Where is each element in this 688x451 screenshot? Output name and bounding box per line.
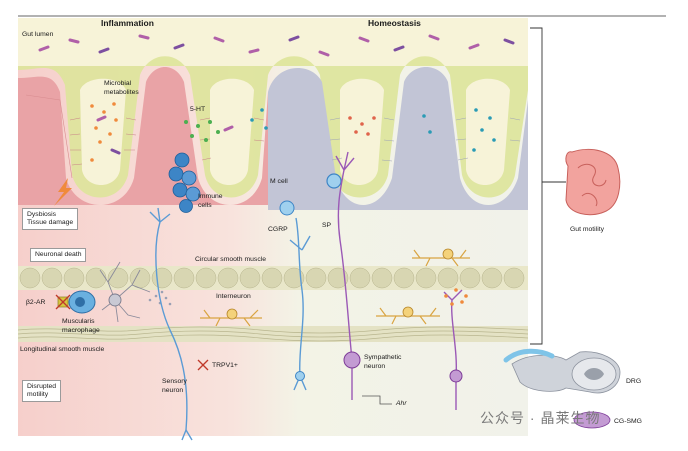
ahr-arrow: [362, 395, 392, 405]
immune-cells-label-line1: Immune: [198, 193, 223, 200]
epithelial-striations-left: [69, 117, 265, 166]
gut-lumen-area: [18, 18, 528, 66]
interneuron-soma-icon-2: [402, 306, 414, 318]
serotonin-dots: [184, 120, 220, 142]
muscularis-macrophage-label-line1: Muscularis: [62, 318, 95, 325]
intestine-icon: [565, 148, 621, 216]
interneuron-soma-icon-3: [442, 248, 454, 260]
sensory-soma-icon: [295, 371, 305, 381]
epithelial-striations-right: [329, 117, 521, 162]
microbial-metabolites-label-line1: Microbial: [104, 80, 132, 87]
sympathetic-soma-icon: [343, 351, 361, 369]
sympathetic-soma-icon-2: [449, 369, 463, 383]
muscularis-macrophage-label-line2: macrophage: [62, 327, 100, 334]
dysbiosis-box-line2: Tissue damage: [27, 218, 74, 226]
m-cell-icon: [279, 200, 295, 216]
sympathetic-neuron-label-line1: Sympathetic: [364, 354, 402, 361]
sensory-neuron-label-line1: Sensory: [162, 378, 187, 385]
lumen-pocket-4: [466, 78, 510, 185]
bacteria: [38, 34, 515, 155]
serotonin-label: 5-HT: [190, 106, 206, 113]
b2-ar-label: β2-AR: [26, 299, 46, 306]
interneuron-label: Interneuron: [216, 293, 251, 300]
sympathetic-neuron: [335, 151, 355, 400]
cg-smg-label: CG-SMG: [614, 418, 642, 425]
gut-motility-label: Gut motility: [570, 226, 604, 233]
lumen-pocket-3: [340, 78, 384, 185]
disrupted-motility-box: Disrupted motility: [22, 380, 62, 402]
trpv1-label: TRPV1+: [212, 362, 238, 369]
sp-cell-icon: [326, 173, 342, 189]
ahr-label: Ahr: [396, 400, 407, 407]
epithelium-inflamed: [18, 67, 268, 205]
microbial-metabolites-label-line2: metabolites: [104, 89, 139, 96]
bracket: [530, 27, 543, 345]
muscularis-macrophage-icon: [68, 290, 96, 314]
release-dots: [444, 288, 468, 306]
disrupted-motility-line1: Disrupted: [27, 383, 57, 390]
dying-neuron: [99, 261, 151, 323]
inflammation-header: Inflammation: [101, 18, 154, 28]
lumen-pocket-2: [210, 78, 254, 185]
homeostasis-header: Homeostasis: [368, 18, 421, 28]
m-cell-label: M cell: [270, 178, 288, 185]
gut-lumen-label: Gut lumen: [22, 31, 54, 38]
drg-label: DRG: [626, 378, 642, 385]
interneuron-soma-icon: [226, 308, 238, 320]
circular-smooth-muscle-layer: [18, 266, 528, 290]
circular-smooth-muscle-label: Circular smooth muscle: [195, 256, 267, 263]
crypt-edge-1: [25, 94, 73, 179]
sp-label: SP: [322, 222, 332, 229]
immune-cells-label-line2: cells: [198, 202, 212, 209]
longitudinal-smooth-muscle-layer: [17, 326, 529, 342]
immune-cells-cluster: [168, 152, 201, 213]
metabolite-dots: [90, 102, 496, 162]
damage-lightning-icon: [54, 178, 72, 206]
dysbiosis-box: Dysbiosis Tissue damage: [22, 208, 79, 230]
sympathetic-neuron-label-line2: neuron: [364, 363, 386, 370]
sensory-neuron-label-line2: neuron: [162, 387, 184, 394]
sensory-neuron-left: [149, 207, 193, 441]
watermark: 公众号 · 晶莱生物: [480, 410, 601, 426]
disrupted-motility-line2: motility: [27, 390, 49, 398]
cgrp-label: CGRP: [268, 226, 288, 233]
neuronal-death-box: Neuronal death: [30, 248, 87, 262]
neuronal-death-text: Neuronal death: [35, 251, 82, 258]
dysbiosis-box-line1: Dysbiosis: [27, 211, 57, 218]
longitudinal-smooth-muscle-label: Longitudinal smooth muscle: [20, 346, 105, 353]
b2-ar-cross-b: [55, 294, 71, 310]
sensory-neuron-right: [289, 217, 311, 391]
drg-spinal-cord-icon: [503, 348, 621, 429]
trpv1-cross-b: [197, 359, 209, 371]
